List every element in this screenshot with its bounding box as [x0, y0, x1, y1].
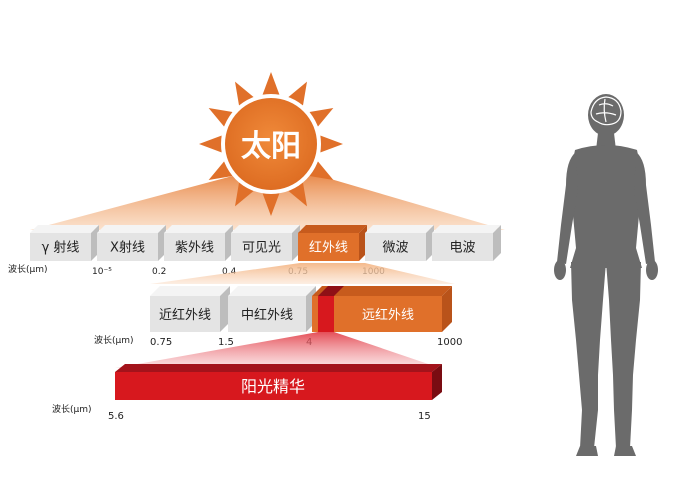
essence-slice [318, 296, 334, 332]
human-arm-left [557, 152, 578, 264]
essence-band-top [115, 364, 442, 372]
sun-ray [262, 72, 280, 95]
spectrum-band-2-top [164, 225, 233, 233]
spectrum-band-6-top [432, 225, 501, 233]
row1-tick-label: 10⁻⁵ [92, 267, 112, 277]
spectrum-band-1-face [97, 233, 158, 261]
spectrum-band-2-face [164, 233, 225, 261]
row3-tick-15: 15 [418, 411, 431, 422]
spectrum-band-1-top [97, 225, 166, 233]
row1-tick-label: 0.2 [152, 267, 166, 277]
spectrum-band-5-face [365, 233, 426, 261]
spectrum-band-1-label: X射线 [110, 240, 145, 256]
human-hand-left [554, 260, 566, 280]
infrared-fan [150, 263, 455, 284]
row3-unit-label: 波长(μm) [52, 403, 92, 415]
spectrum-band-4-label: 红外线 [309, 240, 348, 256]
spectrum-band-row: γ 射线 X射线 紫外线 可见光 红外线 微波 电波 [30, 225, 501, 261]
sun-label: 太阳 [241, 129, 301, 164]
spectrum-band-4: 红外线 [298, 225, 367, 261]
row1-tick-label: 0.4 [222, 267, 237, 277]
spectrum-band-0-top [30, 225, 99, 233]
spectrum-band-0-face [30, 233, 91, 261]
row2-tick-label: 1000 [437, 337, 462, 348]
infrared-band-1-face [228, 296, 306, 332]
row2-tick-label: 0.75 [150, 337, 172, 348]
essence-band-side [432, 364, 442, 400]
essence-band-label: 阳光精华 [241, 377, 305, 396]
row1-unit-label: 波长(μm) [8, 263, 48, 275]
sun-ray [199, 135, 222, 153]
sun-disc [225, 98, 317, 190]
row2-unit-label: 波长(μm) [94, 334, 134, 346]
infrared-band-1-top [228, 286, 316, 296]
spectrum-band-4-face [298, 233, 359, 261]
spectrum-band-3-label: 可见光 [242, 241, 281, 256]
infrared-band-0-side [220, 286, 230, 332]
essence-slice-top [318, 286, 344, 296]
infrared-band-1-label-text: 中红外线 [241, 307, 293, 323]
spectrum-band-1: X射线 [97, 225, 166, 261]
spectrum-band-2: 紫外线 [164, 225, 233, 261]
spectrum-band-6-label: 电波 [449, 241, 475, 256]
essence-band-face [115, 372, 432, 400]
spectrum-band-6-side [493, 225, 501, 261]
spectrum-band-5-label: 微波 [382, 241, 408, 256]
human-brain-outline [590, 96, 622, 126]
spectrum-band-5: 微波 [365, 225, 434, 261]
spectrum-band-6-face [432, 233, 493, 261]
human-leg-right [606, 262, 641, 448]
human-foot-left [576, 446, 598, 456]
spectrum-band-0-label: γ 射线 [42, 240, 80, 256]
infrared-band-0-label-text: 近红外线 [159, 307, 211, 323]
infrared-band-2-top [312, 286, 452, 296]
human-torso [570, 145, 642, 268]
spectrum-band-2-label: 紫外线 [175, 241, 214, 256]
human-hand-right [646, 260, 658, 280]
essence-fan [115, 332, 440, 368]
infrared-band-row: 近红外线 中红外线 远红外线 [150, 286, 452, 332]
spectrum-band-3: 可见光 [231, 225, 300, 261]
spectrum-band-4-top [298, 225, 367, 233]
infrared-band-2-side [442, 286, 452, 332]
human-foot-right [614, 446, 636, 456]
essence-band: 阳光精华 [115, 364, 442, 400]
infrared-band-0 [150, 286, 230, 332]
sun-ray [262, 193, 280, 216]
row2-tick-label: 1.5 [218, 337, 234, 348]
spectrum-band-3-top [231, 225, 300, 233]
infrared-band-1 [228, 286, 316, 332]
row3-tick-5-6: 5.6 [108, 411, 124, 422]
spectrum-band-3-face [231, 233, 292, 261]
human-silhouette [554, 94, 658, 456]
human-arm-right [634, 152, 655, 264]
infrared-band-0-top [150, 286, 230, 296]
infrared-band-0-face [150, 296, 220, 332]
spectrum-band-0: γ 射线 [30, 225, 99, 261]
sun-ray [320, 135, 343, 153]
human-head [588, 94, 624, 136]
infrared-band-2-label-text: 远红外线 [362, 307, 414, 323]
spectrum-band-5-top [365, 225, 434, 233]
sun: 太阳 [199, 72, 343, 216]
spectrum-band-6: 电波 [432, 225, 501, 261]
human-leg-left [571, 262, 606, 448]
